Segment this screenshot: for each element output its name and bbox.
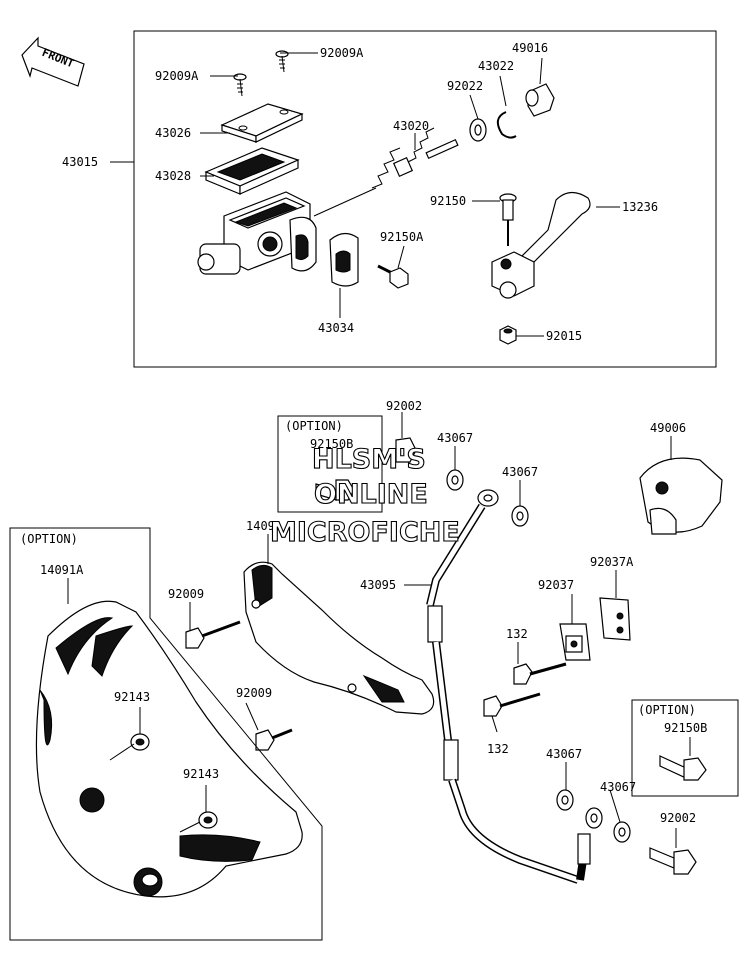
master-cylinder-box [133, 30, 717, 368]
label-14091: 14091 [246, 519, 282, 533]
label-132-a: 132 [506, 627, 528, 641]
label-14091a: 14091A [40, 563, 84, 577]
diaphragm [204, 147, 300, 195]
label-43020: 43020 [393, 119, 429, 133]
hand-guard-14091a [35, 600, 303, 898]
label-92150b-top: 92150B [310, 437, 353, 451]
front-arrow-icon: FRONT [21, 36, 85, 87]
label-43067-b: 43067 [502, 465, 538, 479]
bolt-132-a [513, 662, 567, 685]
bolt-92150a [377, 264, 409, 289]
label-92150a: 92150A [380, 230, 424, 244]
label-43026: 43026 [155, 126, 191, 140]
label-43028: 43028 [155, 169, 191, 183]
watermark-line-1: HLSM'S [312, 444, 426, 475]
washer-43067-b [511, 505, 529, 527]
option-label-right: (OPTION) [638, 703, 696, 717]
label-43067-c: 43067 [546, 747, 582, 761]
label-92002-top: 92002 [386, 399, 422, 413]
bolt-92002-bottom [649, 847, 697, 875]
leader-lines-bottom [67, 436, 691, 848]
nut-92015 [499, 325, 517, 345]
washer-43067-c [556, 789, 574, 811]
grommet-92143-a [130, 733, 150, 751]
bracket-92037a [599, 597, 631, 641]
label-43022: 43022 [478, 59, 514, 73]
screw-92009a-top [275, 50, 289, 73]
label-43095: 43095 [360, 578, 396, 592]
label-92022: 92022 [447, 79, 483, 93]
pivot-bolt-92150 [499, 193, 517, 246]
bolt-92009-b [255, 728, 293, 751]
label-49006: 49006 [650, 421, 686, 435]
washer-92022 [469, 118, 487, 142]
piston-assembly [371, 127, 459, 189]
label-92037: 92037 [538, 578, 574, 592]
brake-hose-43095 [426, 489, 603, 884]
boot-49016 [525, 83, 555, 117]
option-box-top [277, 415, 383, 513]
label-132-b: 132 [487, 742, 509, 756]
master-cylinder-body [197, 187, 377, 275]
label-43067-d: 43067 [600, 780, 636, 794]
washer-43067-a [446, 469, 464, 491]
bolt-92002-top [395, 412, 417, 463]
screw-92009a-left [233, 73, 247, 97]
hand-guard-14091 [243, 561, 435, 715]
bolt-132-b [483, 692, 541, 717]
label-13236: 13236 [622, 200, 658, 214]
label-92009-a: 92009 [168, 587, 204, 601]
label-49016: 49016 [512, 41, 548, 55]
label-92037a: 92037A [590, 555, 634, 569]
bolt-92150b-right [659, 755, 707, 781]
leader-lines-top [110, 52, 620, 337]
circlip-43022 [496, 111, 517, 139]
watermark-line-3: MICROFICHE [270, 517, 460, 548]
watermark-line-2: ONLINE [314, 479, 428, 510]
washer-43067-d [613, 821, 631, 843]
label-92009a-left: 92009A [155, 69, 199, 83]
grommet-92143-b [198, 811, 218, 829]
label-43067-a: 43067 [437, 431, 473, 445]
option-box-left [9, 527, 323, 941]
bolt-92009-a [185, 620, 241, 649]
label-92150: 92150 [430, 194, 466, 208]
option-label-top: (OPTION) [285, 419, 343, 433]
part-labels: 92009A 92009A 43026 43028 43015 43020 92… [20, 41, 707, 825]
clamp-43034 [329, 232, 359, 287]
label-43034: 43034 [318, 321, 354, 335]
bracket-92037 [559, 623, 591, 661]
label-92009a-top: 92009A [320, 46, 364, 60]
option-label-left: (OPTION) [20, 532, 78, 546]
label-92015: 92015 [546, 329, 582, 343]
reservoir-cap [220, 103, 304, 143]
label-92002-bottom: 92002 [660, 811, 696, 825]
label-92009-b: 92009 [236, 686, 272, 700]
bolt-92150b-top [315, 479, 355, 501]
brake-lever-13236 [491, 191, 591, 299]
option-box-right [631, 699, 739, 797]
label-43015: 43015 [62, 155, 98, 169]
label-92143-b: 92143 [183, 767, 219, 781]
cover-49006 [639, 457, 723, 535]
watermark: HLSM'S ONLINE MICROFICHE [269, 443, 460, 548]
label-92143-a: 92143 [114, 690, 150, 704]
label-92150b-right: 92150B [664, 721, 707, 735]
